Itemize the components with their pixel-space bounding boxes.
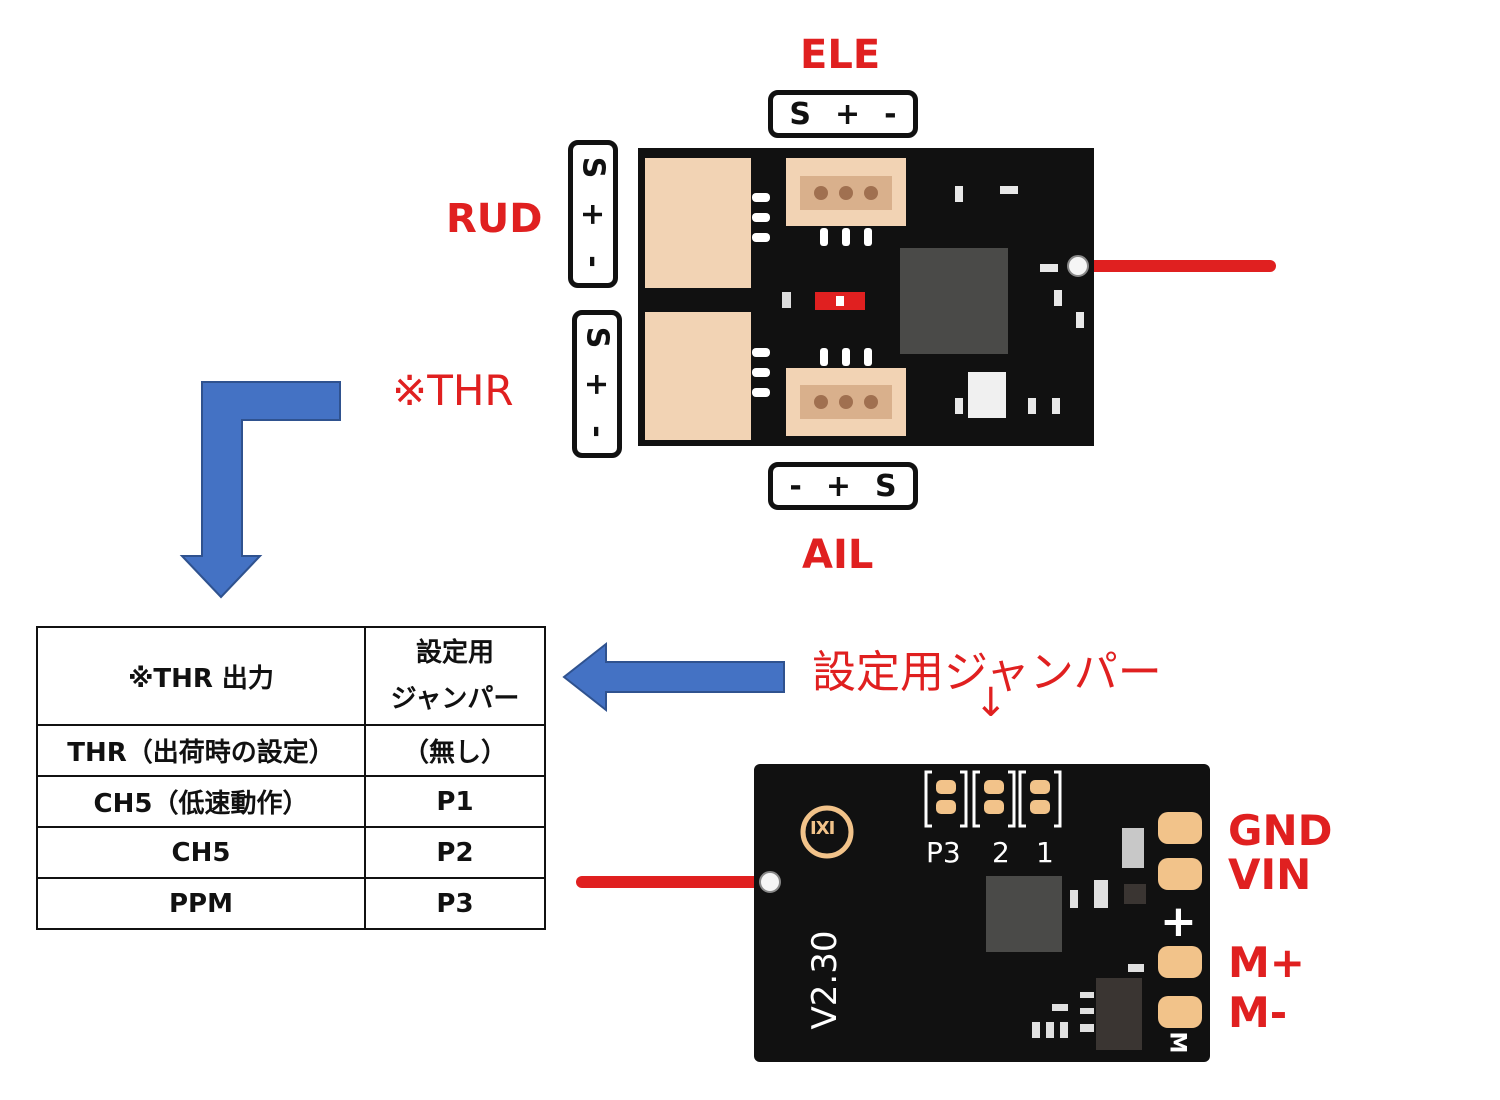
m-mark: M (1164, 1031, 1190, 1054)
ele-pin-box: S + - (768, 90, 918, 138)
rud-pin-s: S (575, 156, 611, 178)
table-header-jumper-line2: ジャンパー (390, 684, 520, 714)
version-label: V2.30 (805, 930, 845, 1030)
m-plus-pad (1158, 946, 1202, 978)
table-row: PPM P3 (36, 877, 546, 930)
bottom-chip (986, 876, 1062, 952)
ixi-logo-text: IXI (810, 818, 835, 839)
vin-label: VIN (1228, 850, 1312, 899)
table-cell-output: THR（出荷時の設定） (36, 724, 366, 777)
rud-connector (645, 158, 751, 288)
m-plus-label: M+ (1228, 938, 1305, 987)
jumper-callout-arrow: ↓ (974, 680, 1008, 726)
table-header-jumper-line1: 設定用 (415, 638, 494, 668)
ail-pin-s: S (874, 468, 897, 504)
thr-pin-box: S + - (572, 310, 622, 458)
ail-label: AIL (802, 532, 874, 578)
top-board-illustration (179, 148, 1276, 599)
jumper-callout: 設定用ジャンパー (812, 647, 1162, 698)
jumper-label-1: 1 (1036, 836, 1054, 869)
ele-pin-minus: - (884, 96, 897, 132)
m-minus-label: M- (1228, 988, 1288, 1037)
ail-pin-minus: - (789, 468, 802, 504)
jumper-label-p3: P3 (926, 836, 961, 869)
thr-connector (645, 312, 751, 440)
ail-pin-plus: + (825, 468, 851, 504)
ele-pin-plus: + (835, 96, 861, 132)
thr-pin-s: S (579, 326, 615, 348)
rud-pin-minus: - (575, 254, 611, 268)
gnd-pad (1158, 812, 1202, 844)
ele-pin-s: S (789, 96, 811, 132)
table-cell-jumper: （無し） (364, 724, 546, 777)
table-cell-output: CH5 (36, 826, 366, 879)
jumper-label-2: 2 (992, 836, 1010, 869)
table-row: THR（出荷時の設定） （無し） (36, 724, 546, 777)
thr-label: ※THR (392, 366, 514, 415)
table-header-row: ※THR 出力 設定用 ジャンパー (36, 626, 546, 726)
gnd-label: GND (1228, 806, 1333, 855)
plus-mark: + (1160, 896, 1197, 947)
ail-pin-box: - + S (768, 462, 918, 510)
thr-pin-plus: + (579, 371, 615, 397)
rud-pin-box: S + - (568, 140, 618, 288)
rud-label: RUD (446, 196, 543, 242)
top-chip (900, 248, 1008, 354)
rud-pin-plus: + (575, 201, 611, 227)
table-cell-jumper: P1 (364, 775, 546, 828)
table-cell-output: PPM (36, 877, 366, 930)
blue-elbow-arrow (179, 381, 341, 599)
bottom-board-illustration (562, 641, 1210, 1062)
thr-output-table: ※THR 出力 設定用 ジャンパー THR（出荷時の設定） （無し） CH5（低… (36, 626, 546, 930)
table-header-jumper: 設定用 ジャンパー (364, 626, 546, 726)
table-row: CH5（低速動作） P1 (36, 775, 546, 828)
table-cell-jumper: P2 (364, 826, 546, 879)
ixi-logo (800, 805, 854, 859)
table-header-output: ※THR 出力 (36, 626, 366, 726)
table-cell-output: CH5（低速動作） (36, 775, 366, 828)
blue-left-arrow (562, 641, 785, 713)
ele-label: ELE (800, 32, 881, 78)
table-cell-jumper: P3 (364, 877, 546, 930)
thr-pin-minus: - (579, 424, 615, 438)
vin-pad (1158, 858, 1202, 890)
table-row: CH5 P2 (36, 826, 546, 879)
m-minus-pad (1158, 996, 1202, 1028)
